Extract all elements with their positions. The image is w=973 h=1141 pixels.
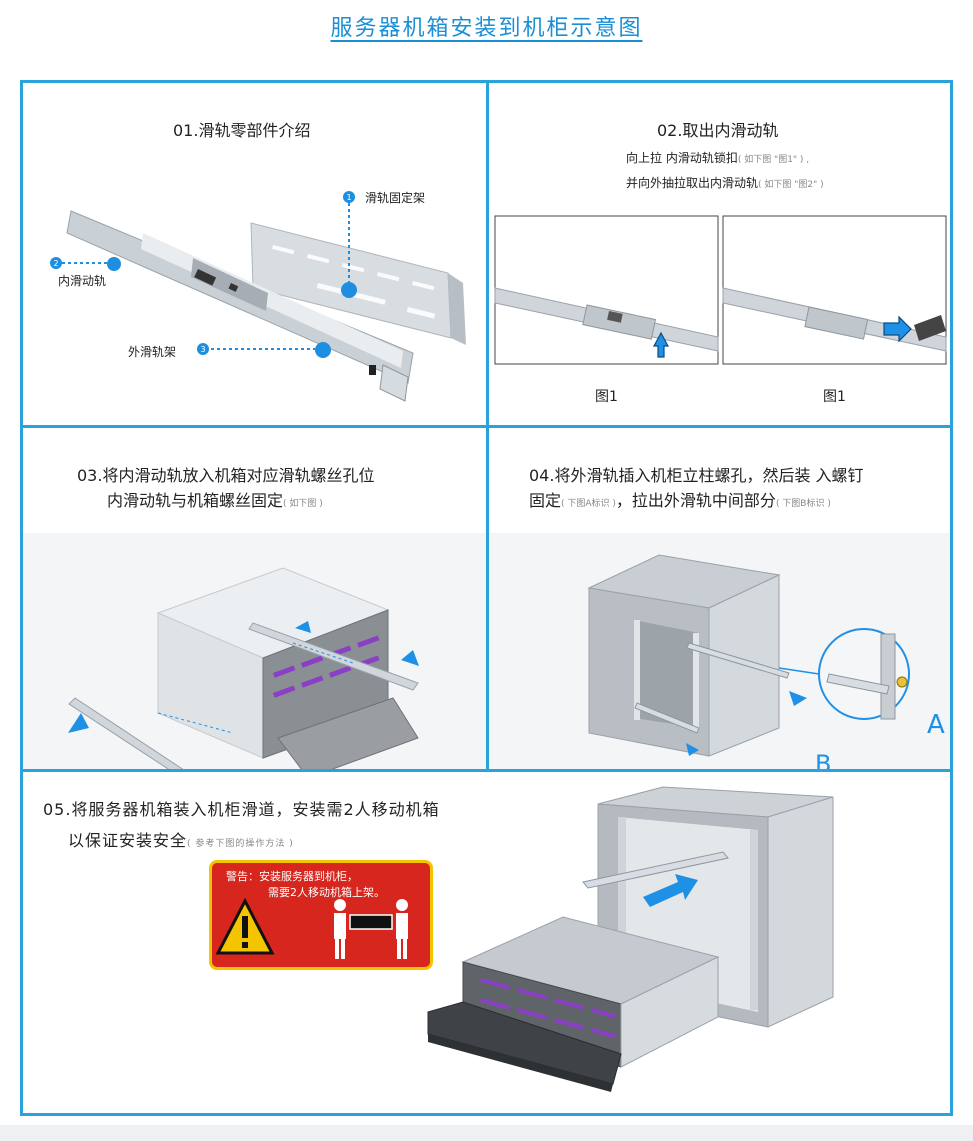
marker-number-2: 2 <box>53 259 58 268</box>
figure-caption-right: 图1 <box>823 389 846 405</box>
step-4-title-line-2: 固定( 下图A标识 )，拉出外滑轨中间部分( 下图B标识 ) <box>529 491 831 510</box>
page-title: 服务器机箱安装到机柜示意图 <box>330 16 643 41</box>
step-2-instruction-2: 并向外抽拉取出内滑动轨( 如下图 "图2" ) <box>626 176 824 190</box>
warning-text-line-1: 警告：安装服务器到机柜， <box>226 870 358 883</box>
step-1-title: 01.滑轨零部件介绍 <box>173 121 311 140</box>
rail-parts-illustration: 1 2 3 <box>50 191 466 402</box>
step-3-title-line-1: 03.将内滑动轨放入机箱对应滑轨螺丝孔位 <box>77 466 375 485</box>
instruction-frame: 01.滑轨零部件介绍 <box>20 80 953 1116</box>
step-4-title-line-1: 04.将外滑轨插入机柜立柱螺孔，然后装 入螺钉 <box>529 466 864 485</box>
figure-caption-left: 图1 <box>595 389 618 405</box>
warning-sign: 警告：安装服务器到机柜， 需要2人移动机箱上架。 <box>209 860 433 970</box>
warning-text-line-2: 需要2人移动机箱上架。 <box>268 886 385 899</box>
step-2-title: 02.取出内滑动轨 <box>657 121 779 140</box>
bottom-band <box>0 1125 973 1141</box>
step-2-panel: 02.取出内滑动轨 向上拉 内滑动轨锁扣( 如下图 "图1" ) , 并向外抽拉… <box>489 83 950 425</box>
chassis-insertion-illustration <box>427 786 834 1092</box>
marker-number-1: 1 <box>346 193 351 202</box>
step-5-title-line-2: 以保证安装安全( 参考下图的操作方法 ) <box>68 831 294 850</box>
step-5-title-line-1: 05.将服务器机箱装入机柜滑道，安装需2人移动机箱 <box>43 800 440 819</box>
marker-a: A <box>927 710 945 740</box>
cabinet-rail-illustration <box>489 533 950 769</box>
label-outer-rail: 外滑轨架 <box>128 345 177 359</box>
step-3-panel: 03.将内滑动轨放入机箱对应滑轨螺丝孔位 内滑动轨与机箱螺丝固定( 如下图 ) <box>23 428 486 769</box>
step-1-panel: 01.滑轨零部件介绍 <box>23 83 486 425</box>
grid-divider-2 <box>23 769 950 772</box>
warning-triangle-icon <box>215 897 408 959</box>
chassis-rail-illustration <box>23 533 486 769</box>
rail-unlock-illustration <box>494 215 947 365</box>
grid-divider-1 <box>23 425 950 428</box>
step-2-instruction-1: 向上拉 内滑动轨锁扣( 如下图 "图1" ) , <box>626 151 810 165</box>
step-3-title-line-2: 内滑动轨与机箱螺丝固定( 如下图 ) <box>107 491 323 510</box>
step-4-panel: 04.将外滑轨插入机柜立柱螺孔，然后装 入螺钉 固定( 下图A标识 )，拉出外滑… <box>489 428 950 769</box>
marker-number-3: 3 <box>200 345 205 354</box>
step-5-panel: 05.将服务器机箱装入机柜滑道，安装需2人移动机箱 以保证安装安全( 参考下图的… <box>23 772 950 1113</box>
label-rail-bracket: 滑轨固定架 <box>365 191 426 205</box>
label-inner-rail: 内滑动轨 <box>58 274 107 288</box>
marker-b-right: B <box>815 750 832 769</box>
